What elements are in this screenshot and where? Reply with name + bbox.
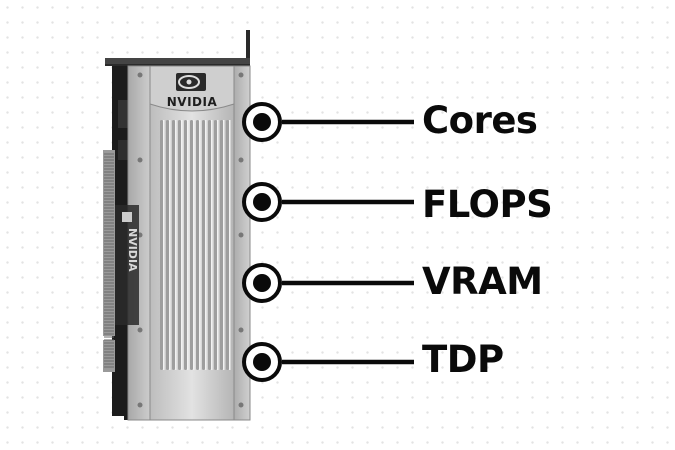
- screws: [137, 72, 244, 408]
- screw: [137, 157, 143, 163]
- screw: [238, 232, 244, 238]
- screw: [137, 327, 143, 333]
- label-cores: Cores: [422, 99, 538, 142]
- side-brand-text: NVIDIA: [126, 228, 139, 272]
- screw: [238, 72, 244, 78]
- mounting-bracket: [105, 30, 250, 66]
- side-brand-plate: NVIDIA: [115, 205, 139, 325]
- callout-marker-dot: [253, 193, 271, 211]
- screw: [238, 402, 244, 408]
- screw: [238, 327, 244, 333]
- callout-marker-dot: [253, 353, 271, 371]
- label-flops: FLOPS: [422, 183, 553, 226]
- heatsink-fins: [160, 120, 231, 370]
- label-vram: VRAM: [422, 260, 543, 303]
- callout-marker-dot: [253, 113, 271, 131]
- callout-markers: [242, 102, 414, 382]
- callout-marker-dot: [253, 274, 271, 292]
- nvidia-eye-icon: [176, 73, 206, 91]
- screw: [137, 402, 143, 408]
- screw: [137, 72, 143, 78]
- screw: [238, 157, 244, 163]
- brand-text: NVIDIA: [167, 95, 218, 109]
- pcie-connector: [103, 150, 115, 372]
- label-tdp: TDP: [422, 338, 504, 381]
- logo-cap: [149, 65, 235, 112]
